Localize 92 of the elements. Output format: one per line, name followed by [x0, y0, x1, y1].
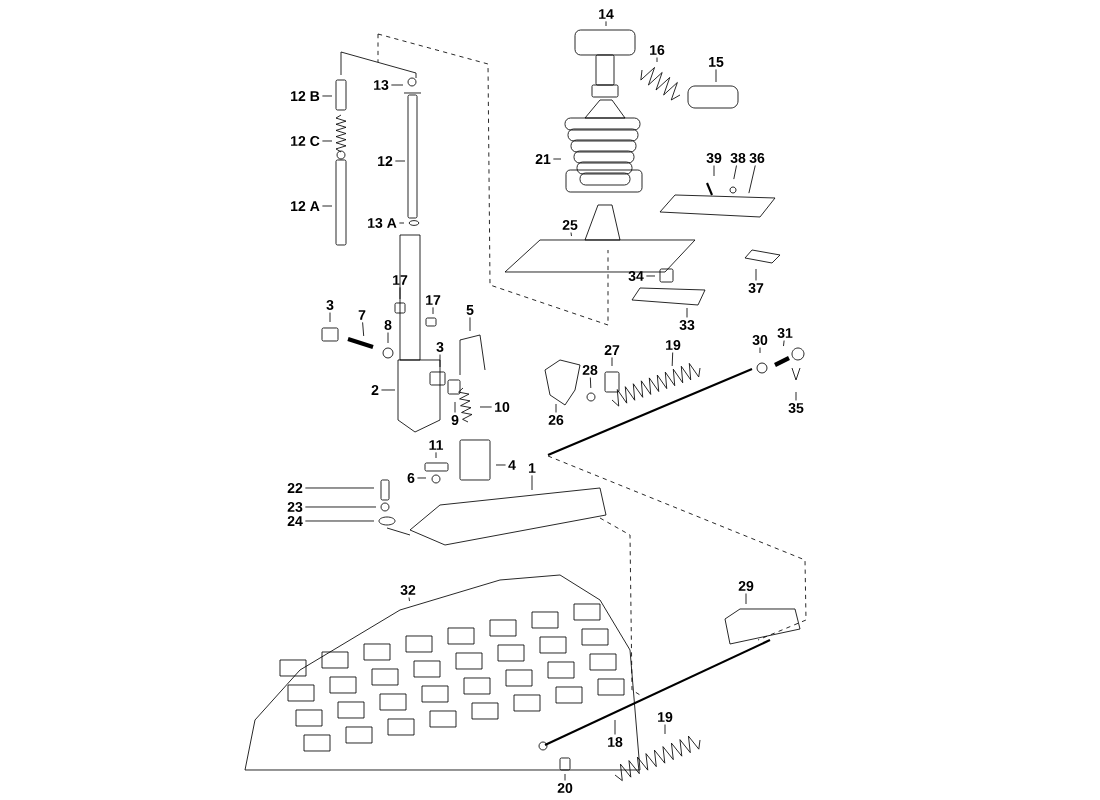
leader-line — [304, 506, 377, 508]
callout-number: 17 — [426, 295, 441, 305]
leader-line — [531, 474, 533, 491]
leader-line — [745, 593, 747, 605]
callout-number: 9 — [451, 415, 459, 425]
leader-line — [408, 597, 410, 602]
callout-number: 34 — [628, 271, 644, 281]
callout-number: 7 — [358, 310, 366, 320]
leader-line — [321, 140, 333, 142]
callout-number: 28 — [582, 365, 598, 375]
callout-number: 15 — [709, 57, 724, 67]
callout-number: 2 — [371, 385, 379, 395]
callout-number: 29 — [738, 581, 754, 591]
callout-number: 18 — [608, 737, 623, 747]
leader-line — [715, 69, 717, 83]
callout-number: 4 — [508, 460, 516, 470]
callout-number: 24 — [287, 516, 303, 526]
leader-line — [304, 487, 375, 489]
leader-line — [495, 464, 506, 466]
callout-number: 33 — [679, 320, 695, 330]
leader-line — [439, 354, 441, 368]
leader-line — [570, 232, 572, 237]
callout-number: 26 — [548, 415, 564, 425]
callout-number: 13 A — [368, 218, 397, 228]
leader-line — [304, 520, 375, 522]
leader-line — [645, 275, 656, 277]
callout-number: 38 — [730, 153, 746, 163]
callout-number: 6 — [407, 473, 415, 483]
leader-line — [417, 477, 427, 479]
leader-line — [733, 165, 737, 180]
callout-number: 5 — [466, 305, 474, 315]
leader-line — [394, 160, 406, 162]
callout-number: 10 — [495, 402, 510, 412]
leader-line — [362, 321, 365, 337]
callout-number: 37 — [748, 283, 764, 293]
callout-number: 8 — [384, 320, 392, 330]
leader-line — [671, 352, 674, 367]
leader-line — [321, 95, 333, 97]
leader-line — [611, 357, 613, 367]
callout-number: 3 — [436, 342, 444, 352]
callout-number: 35 — [788, 403, 804, 413]
leader-line — [564, 773, 566, 781]
callout-number: 17 — [393, 275, 408, 285]
leader-line — [755, 268, 757, 281]
callout-number: 12 — [378, 156, 393, 166]
leader-line — [399, 286, 401, 300]
leader-line — [783, 340, 785, 347]
leader-line — [795, 391, 797, 401]
leader-line — [759, 347, 761, 354]
callout-number: 16 — [650, 45, 665, 55]
leader-line — [390, 84, 404, 86]
leader-line — [748, 165, 756, 194]
leader-line — [713, 165, 715, 177]
leader-line — [381, 389, 396, 391]
callout-number: 36 — [749, 153, 765, 163]
callout-number: 25 — [562, 220, 578, 230]
callout-number: 12 B — [291, 91, 320, 101]
callout-number: 32 — [400, 585, 416, 595]
callout-number: 21 — [535, 154, 551, 164]
leader-line — [469, 317, 471, 332]
leader-line — [686, 307, 688, 318]
callout-number: 13 — [374, 80, 389, 90]
leader-line — [321, 205, 333, 207]
leader-line — [479, 406, 493, 408]
callout-number: 22 — [287, 483, 303, 493]
callout-number: 12 A — [291, 201, 320, 211]
leader-line — [614, 719, 616, 735]
callout-number: 20 — [557, 783, 573, 793]
leader-line — [664, 724, 666, 735]
leader-line — [398, 222, 405, 224]
callout-number: 31 — [777, 328, 793, 338]
callout-number: 3 — [326, 300, 334, 310]
leader-line — [656, 57, 658, 63]
callout-number: 19 — [658, 712, 673, 722]
leader-line — [605, 20, 607, 27]
callout-number: 19 — [666, 340, 681, 350]
leader-line — [454, 401, 456, 413]
leader-line — [555, 403, 557, 413]
leader-line — [552, 158, 562, 160]
leader-line — [329, 312, 331, 323]
leader-line — [589, 377, 592, 389]
callout-number: 14 — [599, 9, 614, 19]
callout-number: 23 — [287, 502, 303, 512]
callout-number: 27 — [604, 345, 620, 355]
callout-number: 11 — [429, 440, 444, 450]
callout-number: 1 — [529, 463, 536, 473]
callout-number: 12 C — [291, 136, 320, 146]
callout-number: 39 — [706, 153, 722, 163]
leader-line — [387, 332, 389, 344]
leader-line — [432, 306, 434, 315]
callout-number: 30 — [752, 335, 768, 345]
leader-line — [435, 451, 437, 459]
